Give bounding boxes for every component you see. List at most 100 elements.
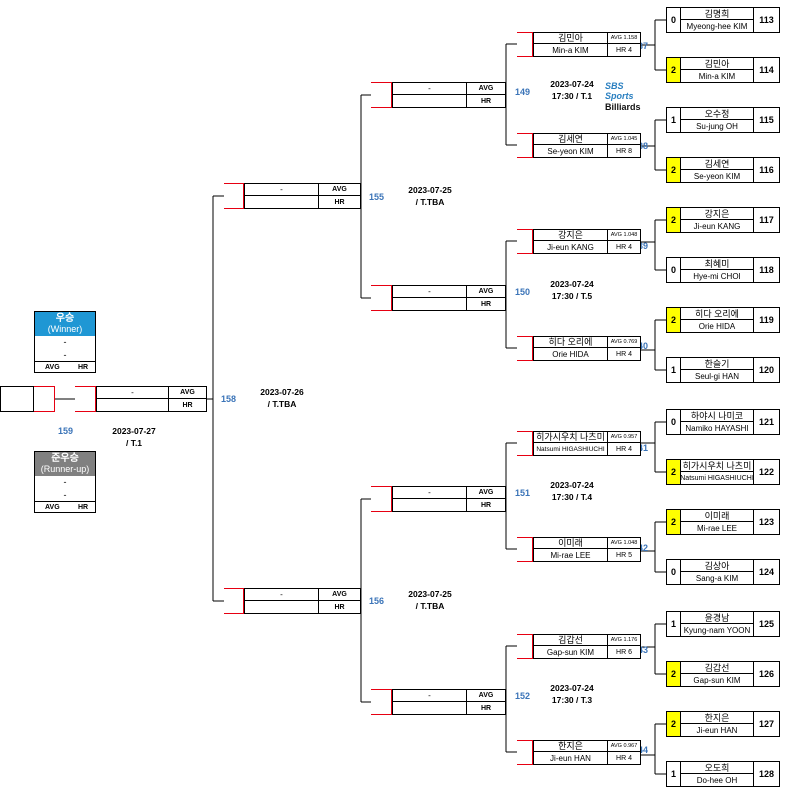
bracket-slot-marker (517, 740, 533, 765)
player-slot[interactable] (680, 207, 754, 233)
match-date: 2023-07-25 (408, 589, 452, 599)
runner-up-stats: AVG HR (35, 501, 95, 513)
player-slot[interactable] (680, 409, 754, 435)
match-number: 155 (369, 192, 385, 202)
player-slot[interactable] (680, 257, 754, 283)
player-slot[interactable] (533, 336, 641, 361)
seed-number: 128 (754, 761, 780, 787)
seed-number: 115 (754, 107, 780, 133)
player-hr: HR 4 (616, 445, 632, 453)
seed-number: 116 (754, 157, 780, 183)
player-hr: HR (182, 401, 193, 409)
player-slot[interactable] (680, 661, 754, 687)
player-name-en: Ji-eun HAN (696, 726, 738, 735)
player-slot[interactable] (533, 133, 641, 158)
player-name-en: Se-yeon KIM (534, 145, 608, 157)
player-avg: AVG 0.967 (608, 740, 640, 752)
player-slot[interactable] (0, 386, 34, 412)
player-score: 0 (666, 257, 680, 283)
player-slot[interactable] (392, 285, 506, 311)
player-slot[interactable] (533, 431, 641, 456)
player-name-en: Ji-eun KANG (534, 241, 608, 253)
player-slot[interactable] (680, 57, 754, 83)
player-slot[interactable] (680, 459, 754, 485)
seed-number: 121 (754, 409, 780, 435)
player-hr: HR 4 (616, 754, 632, 762)
bracket-slot-marker (34, 386, 55, 412)
seed-number: 118 (754, 257, 780, 283)
bracket-slot-marker (371, 689, 392, 715)
match-date: 2023-07-24 (550, 279, 594, 289)
seed-number: 126 (754, 661, 780, 687)
winner-title-en: (Winner) (47, 324, 83, 334)
player-avg: AVG 1.158 (608, 32, 640, 44)
player-slot[interactable] (680, 509, 754, 535)
seed-number: 122 (754, 459, 780, 485)
player-avg: AVG 0.769 (608, 336, 640, 348)
bracket-slot-marker (224, 588, 244, 614)
runner-up-box: 준우승 (Runner-up) - - AVG HR (34, 451, 96, 513)
bracket-slot-marker (517, 634, 533, 659)
player-slot[interactable] (244, 588, 361, 614)
player-slot[interactable] (392, 82, 506, 108)
player-name-kr: 김명희 (681, 7, 753, 20)
player-slot[interactable] (533, 32, 641, 57)
player-slot[interactable] (680, 157, 754, 183)
bracket-slot-marker (224, 183, 244, 209)
runner-up-line1: - (63, 477, 67, 487)
match-number: 156 (369, 596, 385, 606)
player-hr: HR 4 (616, 46, 632, 54)
seed-number: 125 (754, 611, 780, 637)
player-avg: AVG 1.176 (608, 634, 640, 646)
bracket-slot-marker (517, 229, 533, 254)
player-avg: AVG 1.045 (608, 133, 640, 145)
player-slot[interactable] (392, 689, 506, 715)
player-slot[interactable] (680, 307, 754, 333)
player-slot[interactable] (244, 183, 361, 209)
match-schedule: 2023-07-27/ T.1 (102, 425, 166, 449)
player-name-kr: 김갑선 (534, 634, 608, 646)
player-hr: HR (480, 501, 492, 509)
runner-up-title: 준우승 (Runner-up) (35, 452, 95, 476)
winner-title: 우승 (Winner) (35, 312, 95, 336)
player-slot[interactable] (533, 229, 641, 254)
player-slot[interactable] (680, 357, 754, 383)
bracket-slot-marker (517, 133, 533, 158)
winner-line1: - (63, 337, 67, 347)
player-hr: HR 4 (616, 350, 632, 358)
player-slot[interactable] (533, 634, 641, 659)
match-date: 2023-07-26 (260, 387, 304, 397)
player-name-kr: 오수정 (681, 107, 753, 120)
player-slot[interactable] (680, 559, 754, 585)
player-slot[interactable] (680, 761, 754, 787)
player-name-en: Sang-a KIM (695, 574, 739, 583)
sbs-sports-logo-text: SBS Sports (605, 81, 634, 101)
player-slot[interactable] (392, 486, 506, 512)
player-slot[interactable] (96, 386, 207, 412)
player-slot[interactable] (533, 740, 641, 765)
player-slot[interactable] (680, 7, 754, 33)
player-name-en: Kyung-nam YOON (683, 626, 751, 635)
player-name-kr: 김갑선 (681, 661, 753, 674)
player-score: 0 (666, 7, 680, 33)
bracket-slot-marker (517, 336, 533, 361)
player-name-kr: 이미래 (534, 537, 608, 549)
player-avg: AVG (467, 285, 505, 298)
player-hr: HR 6 (616, 648, 632, 656)
player-name-kr: 히가시우치 나츠미 (534, 431, 608, 443)
player-name-kr: 김상아 (681, 559, 753, 572)
player-name-en: Su-jung OH (696, 122, 738, 131)
match-date: 2023-07-24 (550, 79, 594, 89)
player-slot[interactable] (680, 107, 754, 133)
player-name-en: Hye-mi CHOI (693, 272, 741, 281)
player-avg: AVG 1.048 (608, 229, 640, 241)
player-name-kr: 김민아 (681, 57, 753, 70)
match-time: / T.TBA (415, 197, 445, 207)
player-slot[interactable] (533, 537, 641, 562)
player-avg: AVG 1.048 (608, 537, 640, 549)
player-slot[interactable] (680, 611, 754, 637)
player-slot[interactable] (680, 711, 754, 737)
match-date: 2023-07-27 (112, 426, 156, 436)
